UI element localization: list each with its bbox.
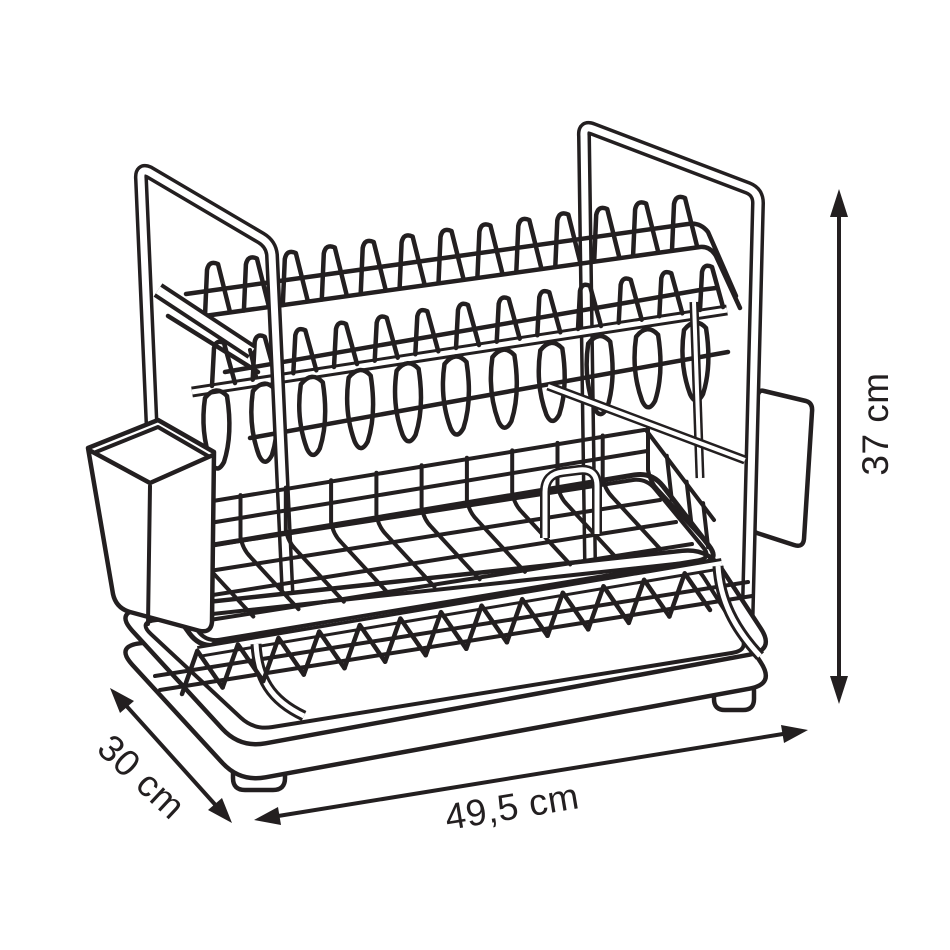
right-frame	[576, 120, 765, 641]
depth-dimension-label: 30 cm	[90, 727, 193, 827]
top-tier-plate-rack	[153, 194, 747, 479]
height-dimension-label: 37 cm	[855, 372, 896, 475]
depth-dimension-arrow	[110, 688, 232, 823]
width-dimension-arrow	[254, 725, 808, 825]
arrowhead-right-icon	[781, 725, 808, 743]
left-frame	[133, 163, 295, 605]
arrowhead-downright-icon	[208, 798, 232, 823]
arrowhead-left-icon	[254, 807, 281, 825]
cutlery-cup	[85, 417, 217, 634]
arrowhead-upleft-icon	[110, 688, 134, 713]
arrowhead-up-icon	[830, 189, 848, 217]
height-dimension-arrow	[830, 189, 848, 704]
arrowhead-down-icon	[830, 676, 848, 704]
